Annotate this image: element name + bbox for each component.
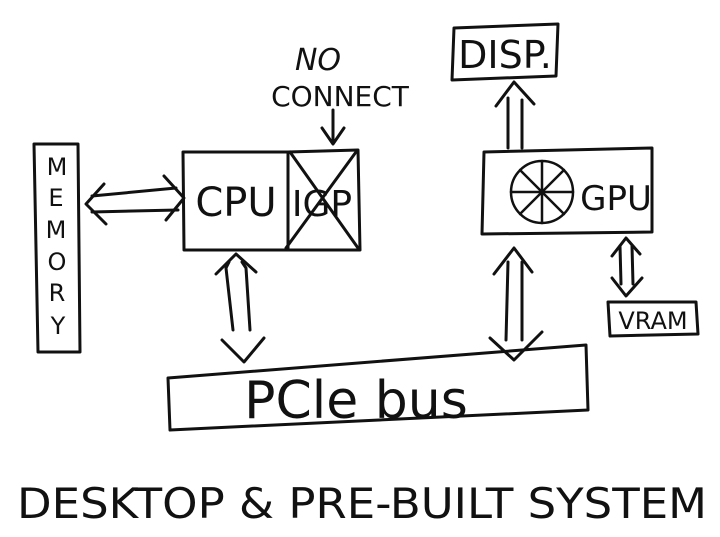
cpu-block: CPU — [181, 150, 290, 252]
vram-box — [606, 300, 700, 338]
igp-cross-line-2 — [284, 150, 358, 250]
igp-cross-line-1 — [288, 150, 360, 250]
fan-icon — [509, 159, 575, 225]
pcie-bus-box — [166, 343, 590, 432]
memory-letter-m1: M — [47, 153, 68, 181]
vram-block: VRAM — [606, 300, 700, 338]
no-connect-line-2: CONNECT — [271, 80, 410, 113]
pcie-bus-block: PCle bus — [166, 343, 590, 432]
vram-label: VRAM — [618, 307, 687, 335]
memory-letter-e: E — [48, 184, 63, 212]
memory-box — [32, 142, 82, 354]
igp-block: IGP — [284, 148, 362, 252]
gpu-disp-arrow — [494, 80, 536, 150]
cpu-label: CPU — [195, 180, 276, 226]
display-block: DISP. — [450, 22, 560, 82]
memory-cpu-arrow — [84, 174, 186, 226]
igp-label: IGP — [292, 184, 352, 225]
pcie-bus-label: PCle bus — [244, 371, 468, 431]
memory-letter-o: O — [48, 248, 67, 276]
cpu-pcie-arrow — [214, 252, 266, 364]
no-connect-line-1: NO — [295, 43, 341, 78]
display-label: DISP. — [458, 33, 552, 77]
gpu-block: GPU — [480, 146, 654, 236]
memory-block: M E M O R Y — [32, 142, 82, 354]
gpu-box — [480, 146, 654, 236]
gpu-label: GPU — [580, 179, 652, 219]
no-connect-note: NO CONNECT — [271, 43, 410, 146]
igp-box — [286, 148, 362, 252]
display-box — [450, 22, 560, 82]
no-connect-arrow-head — [320, 126, 346, 146]
gpu-vram-arrow — [610, 236, 644, 298]
pcie-gpu-arrow — [488, 246, 544, 362]
memory-letter-y: Y — [50, 312, 66, 340]
diagram-caption: DESKTOP & PRE-BUILT SYSTEM — [17, 479, 707, 528]
memory-letter-r: R — [49, 279, 66, 307]
memory-letter-m2: M — [46, 216, 67, 244]
